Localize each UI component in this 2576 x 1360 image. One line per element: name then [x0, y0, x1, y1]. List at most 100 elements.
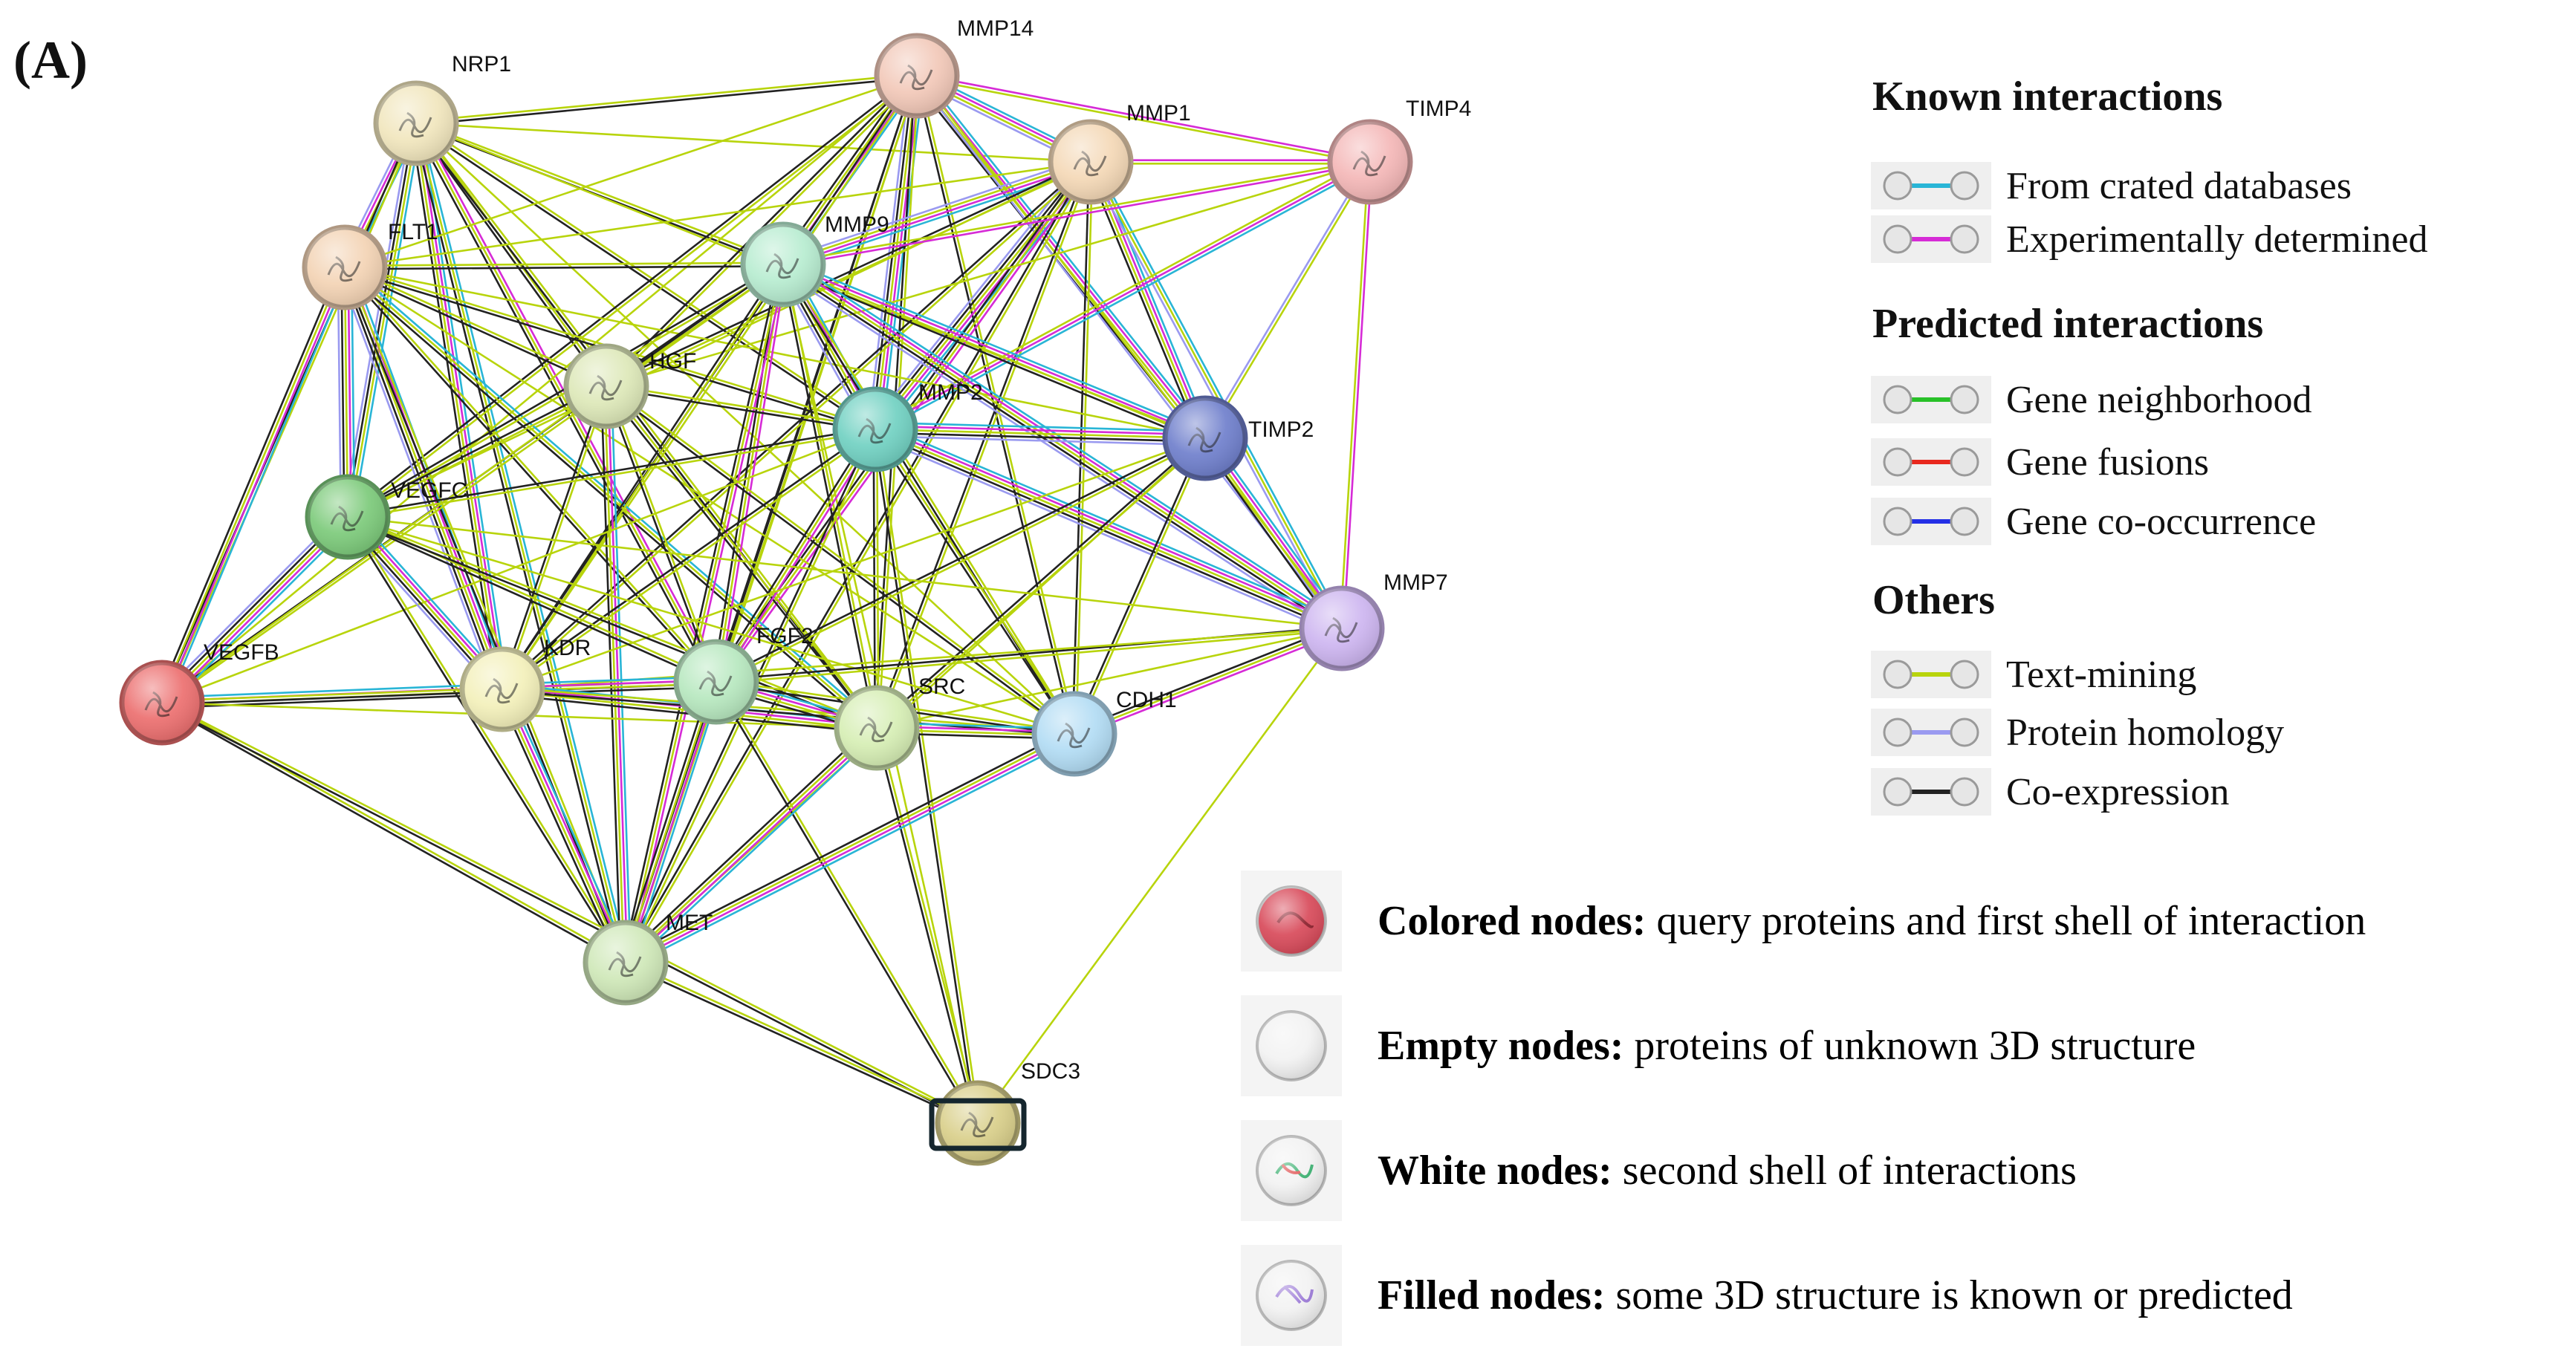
edge-mmp2-sdc3 — [872, 429, 981, 1124]
edge-flt1-met — [342, 266, 629, 964]
node-met[interactable]: MET — [583, 911, 713, 1006]
node-vegfc[interactable]: VEGFC — [305, 474, 467, 560]
edge-mmp2-fgf2 — [713, 426, 879, 685]
edge-line-textmining — [606, 385, 719, 682]
edge-line-experimental — [626, 682, 719, 964]
node-sdc3[interactable]: SDC3 — [929, 1059, 1080, 1166]
edge-timp2-kdr — [502, 437, 1206, 691]
node-legend-term: Empty nodes: — [1378, 1023, 1624, 1069]
node-shine — [835, 389, 915, 469]
node-timp2[interactable]: TIMP2 — [1162, 395, 1314, 481]
edge-line-textmining — [875, 429, 880, 728]
edge-mmp7-sdc3 — [976, 628, 1343, 1124]
edge-line-textmining — [344, 261, 783, 267]
edge-line-experimental — [718, 264, 788, 683]
edge-hgf-met — [600, 385, 632, 963]
selection-highlight-box — [929, 1098, 1027, 1151]
node-vegfb[interactable]: VEGFB — [119, 640, 279, 746]
node-mmp1[interactable]: MMP1 — [1048, 101, 1191, 205]
edge-line-coexpression — [160, 703, 626, 966]
edge-mmp7-vegfc — [347, 515, 1343, 630]
edge-line-coexpression — [502, 689, 1074, 737]
edge-mmp9-fgf2 — [712, 264, 788, 683]
edge-met-sdc3 — [624, 960, 979, 1126]
node-label: FGF2 — [756, 624, 814, 648]
edge-line-textmining — [877, 162, 1094, 729]
edge-line-coexpression — [874, 728, 978, 1124]
edge-line-textmining — [715, 429, 877, 683]
edge-line-coexpression — [347, 426, 875, 517]
edge-hgf-mmp2 — [606, 383, 876, 432]
edge-line-textmining — [159, 266, 345, 703]
node-cdh1[interactable]: CDH1 — [1031, 688, 1177, 777]
edge-line-experimental — [783, 162, 1092, 267]
edge-mmp2-vegfb — [161, 428, 876, 704]
node-hgf[interactable]: HGF — [563, 343, 696, 429]
edge-line-textmining — [345, 264, 608, 386]
node-fgf2[interactable]: FGF2 — [673, 624, 814, 725]
edge-line-coexpression — [159, 122, 416, 703]
node-nrp1[interactable]: NRP1 — [373, 52, 511, 166]
edge-line-coexpression — [343, 267, 716, 684]
edge-mmp9-timp2 — [780, 258, 1208, 444]
edge-line-experimental — [626, 734, 1076, 966]
node-label: KDR — [544, 636, 591, 660]
edge-line-textmining — [344, 266, 1206, 440]
edge-hgf-vegfb — [161, 385, 607, 704]
legend-item-label: Protein homology — [2006, 711, 2285, 754]
edge-line-textmining — [162, 264, 785, 705]
edge-mmp9-met — [621, 263, 788, 964]
edge-line-textmining — [916, 76, 1370, 165]
node-mmp9[interactable]: MMP9 — [740, 212, 889, 308]
node-kdr[interactable]: KDR — [459, 636, 591, 732]
node-flt1[interactable]: FLT1 — [302, 220, 438, 310]
edge-line-experimental — [1342, 162, 1373, 629]
node-src[interactable]: SRC — [834, 674, 965, 771]
edge-line-textmining — [1074, 162, 1094, 735]
node-timp4[interactable]: TIMP4 — [1327, 97, 1471, 205]
edge-line-curated — [920, 71, 1210, 436]
edge-line-textmining — [347, 160, 1091, 518]
panel-label: (A) — [13, 30, 88, 90]
edge-line-textmining — [875, 429, 981, 1123]
edge-line-coexpression — [414, 123, 877, 730]
node-mmp2[interactable]: MMP2 — [832, 380, 983, 472]
edge-line-textmining — [624, 731, 1074, 963]
legend-item-label: Gene neighborhood — [2006, 378, 2312, 421]
edge-line-coexpression — [160, 703, 978, 1126]
edge-line-coexpression — [1071, 161, 1091, 734]
edge-timp4-mmp7 — [1339, 161, 1373, 629]
edge-line-textmining — [344, 160, 1091, 269]
edge-line-coexpression — [1071, 437, 1205, 734]
edge-line-textmining — [782, 159, 1370, 264]
edge-cdh1-met — [623, 728, 1077, 969]
node-mmp14[interactable]: MMP14 — [874, 16, 1034, 119]
legend-item-neighborhood: Gene neighborhood — [1871, 376, 2312, 423]
edge-line-textmining — [415, 122, 1091, 163]
node-mmp7[interactable]: MMP7 — [1299, 570, 1448, 671]
edge-nrp1-mmp1 — [415, 122, 1091, 163]
edge-line-homology — [779, 269, 1339, 635]
node-label: CDH1 — [1116, 688, 1177, 712]
node-legend-colored: Colored nodes:query proteins and first s… — [1241, 871, 2366, 972]
edge-line-textmining — [161, 75, 918, 703]
edge-line-coexpression — [156, 264, 341, 701]
edge-line-coexpression — [712, 264, 781, 682]
edge-line-textmining — [623, 680, 716, 963]
edge-mmp1-kdr — [500, 160, 1093, 692]
node-label: MMP1 — [1126, 101, 1191, 126]
edge-vegfc-cdh1 — [347, 515, 1075, 735]
edge-line-experimental — [783, 261, 1207, 438]
edge-line-coexpression — [621, 263, 781, 963]
edge-timp2-cdh1 — [1071, 437, 1208, 735]
edge-line-curated — [627, 737, 1077, 969]
node-legend-description: proteins of unknown 3D structure — [1634, 1023, 2196, 1069]
legend-item-label: From crated databases — [2006, 164, 2352, 207]
edge-line-textmining — [1339, 161, 1370, 628]
edge-line-textmining — [415, 123, 627, 963]
edge-line-coexpression — [342, 267, 626, 964]
edge-line-textmining — [1089, 161, 1343, 629]
edge-line-coexpression — [345, 74, 917, 517]
legend-swatch-icon — [1871, 709, 1991, 756]
